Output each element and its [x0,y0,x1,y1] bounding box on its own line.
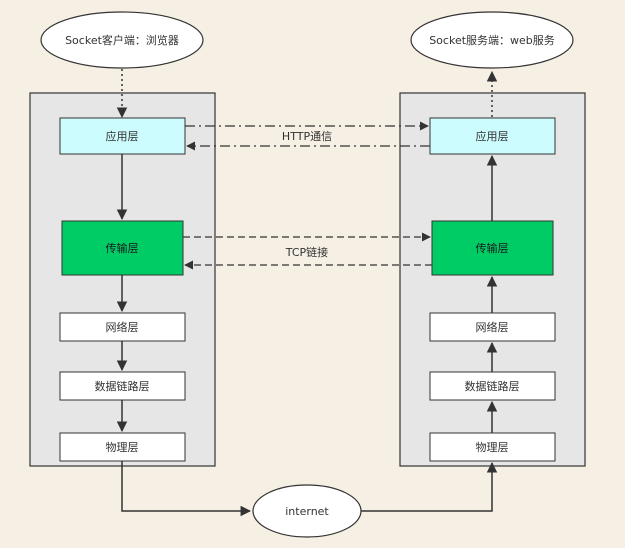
server-datalink-label: 数据链路层 [465,379,520,393]
client-physical-layer [59,432,186,462]
client-datalink-layer [59,371,186,401]
http-label: HTTP通信 [282,130,332,143]
client-datalink-label: 数据链路层 [95,379,150,393]
internet-label: internet [285,505,329,518]
server-network-layer [429,312,556,342]
tcp-label: TCP链接 [285,245,328,259]
server-physical-layer [429,432,556,462]
server-transport-layer [431,220,554,276]
server-physical-label: 物理层 [476,440,509,454]
server-datalink-layer [429,371,556,401]
client-to-internet-line [121,461,252,517]
server-transport-label: 传输层 [476,241,509,255]
client-title: Socket客户端：浏览器 [65,33,179,47]
client-application-label: 应用层 [106,129,139,143]
client-application-layer [59,117,186,155]
client-network-label: 网络层 [106,320,139,334]
client-network-layer [59,312,186,342]
server-network-label: 网络层 [476,320,509,334]
client-physical-label: 物理层 [106,440,139,454]
server-application-layer [429,117,556,155]
client-transport-label: 传输层 [106,241,139,255]
internet-to-server-line [361,461,498,512]
server-title: Socket服务端：web服务 [429,34,555,47]
client-ellipse [40,11,204,69]
server-application-label: 应用层 [476,129,509,143]
server-ellipse [410,11,574,69]
